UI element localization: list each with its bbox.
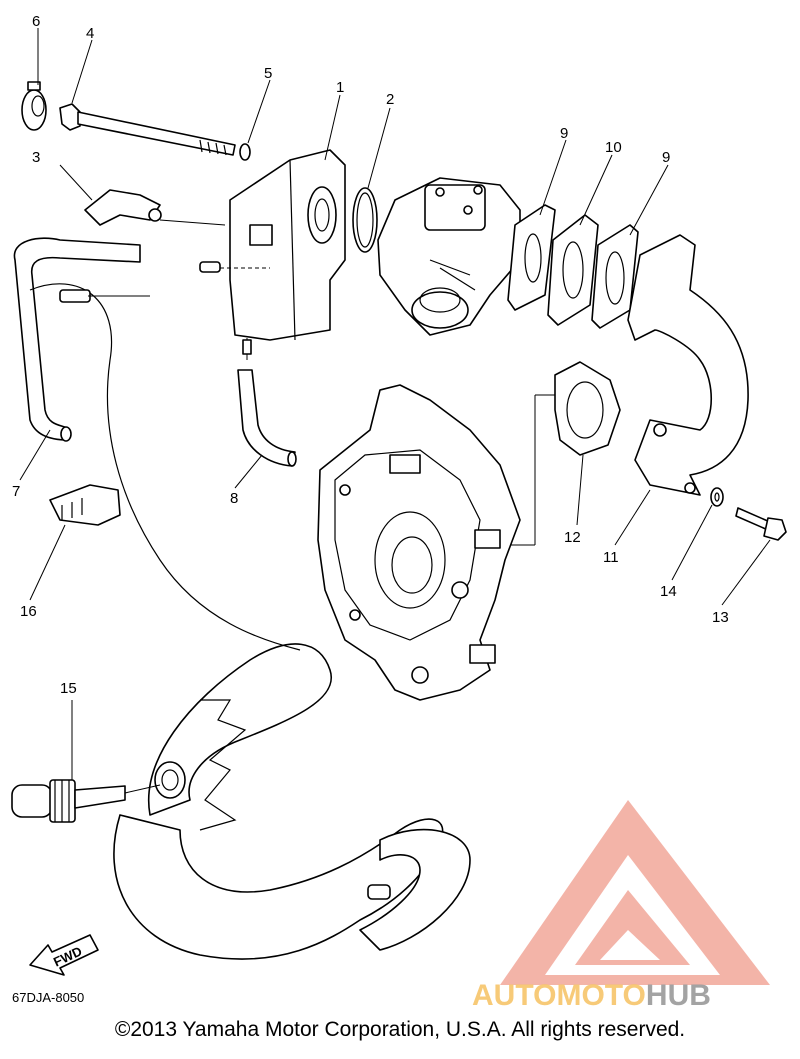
callout-9b: 9 bbox=[662, 149, 670, 166]
callout-2: 2 bbox=[386, 91, 394, 108]
fuel-pump-body bbox=[199, 149, 346, 360]
callout-8: 8 bbox=[230, 490, 238, 507]
washer-5 bbox=[239, 143, 251, 161]
callout-13: 13 bbox=[712, 609, 729, 626]
callout-6: 6 bbox=[32, 13, 40, 30]
watermark-text-part1: AUTOMOTO bbox=[472, 979, 646, 1012]
callout-14: 14 bbox=[660, 583, 677, 600]
fitting-15 bbox=[11, 779, 161, 823]
o-ring bbox=[352, 187, 378, 253]
callouts: 1 2 3 4 5 6 7 8 9 10 9 11 12 14 13 16 15 bbox=[12, 13, 729, 697]
bolt-4 bbox=[59, 103, 236, 156]
fwd-label: FWD bbox=[51, 943, 84, 969]
hose-8 bbox=[237, 369, 297, 467]
callout-10: 10 bbox=[605, 139, 622, 156]
callout-5: 5 bbox=[264, 65, 272, 82]
callout-9a: 9 bbox=[560, 125, 568, 142]
watermark-text-part2: HUB bbox=[646, 979, 711, 1012]
cylinder-block bbox=[317, 384, 521, 701]
drawing-code: 67DJA-8050 bbox=[12, 990, 84, 1005]
lower-casing bbox=[113, 643, 471, 960]
intake-manifold-11 bbox=[627, 234, 749, 496]
callout-7: 7 bbox=[12, 483, 20, 500]
washer-14 bbox=[710, 487, 724, 507]
clamp-3 bbox=[84, 189, 226, 226]
watermark-logo bbox=[500, 800, 770, 985]
insulator-10 bbox=[547, 214, 599, 326]
clip-16 bbox=[49, 484, 121, 526]
callout-16: 16 bbox=[20, 603, 37, 620]
callout-1: 1 bbox=[336, 79, 344, 96]
gasket-9a bbox=[507, 204, 556, 311]
callout-15: 15 bbox=[60, 680, 77, 697]
callout-11: 11 bbox=[603, 549, 619, 566]
svg-text:AUTOMOTOHUB: AUTOMOTOHUB bbox=[472, 979, 711, 1012]
watermark-text: AUTOMOTOHUB bbox=[472, 979, 711, 1012]
gasket-12 bbox=[510, 361, 621, 546]
grommet-6 bbox=[21, 81, 47, 131]
callout-4: 4 bbox=[86, 25, 94, 42]
fuel-hose-7 bbox=[13, 237, 301, 651]
callout-12: 12 bbox=[564, 529, 581, 546]
callout-3: 3 bbox=[32, 149, 40, 166]
carburetor bbox=[377, 177, 521, 336]
leader-lines bbox=[19, 28, 771, 780]
fwd-arrow: FWD bbox=[29, 934, 99, 976]
copyright-notice: ©2013 Yamaha Motor Corporation, U.S.A. A… bbox=[114, 1018, 686, 1041]
bolt-13 bbox=[735, 507, 787, 541]
